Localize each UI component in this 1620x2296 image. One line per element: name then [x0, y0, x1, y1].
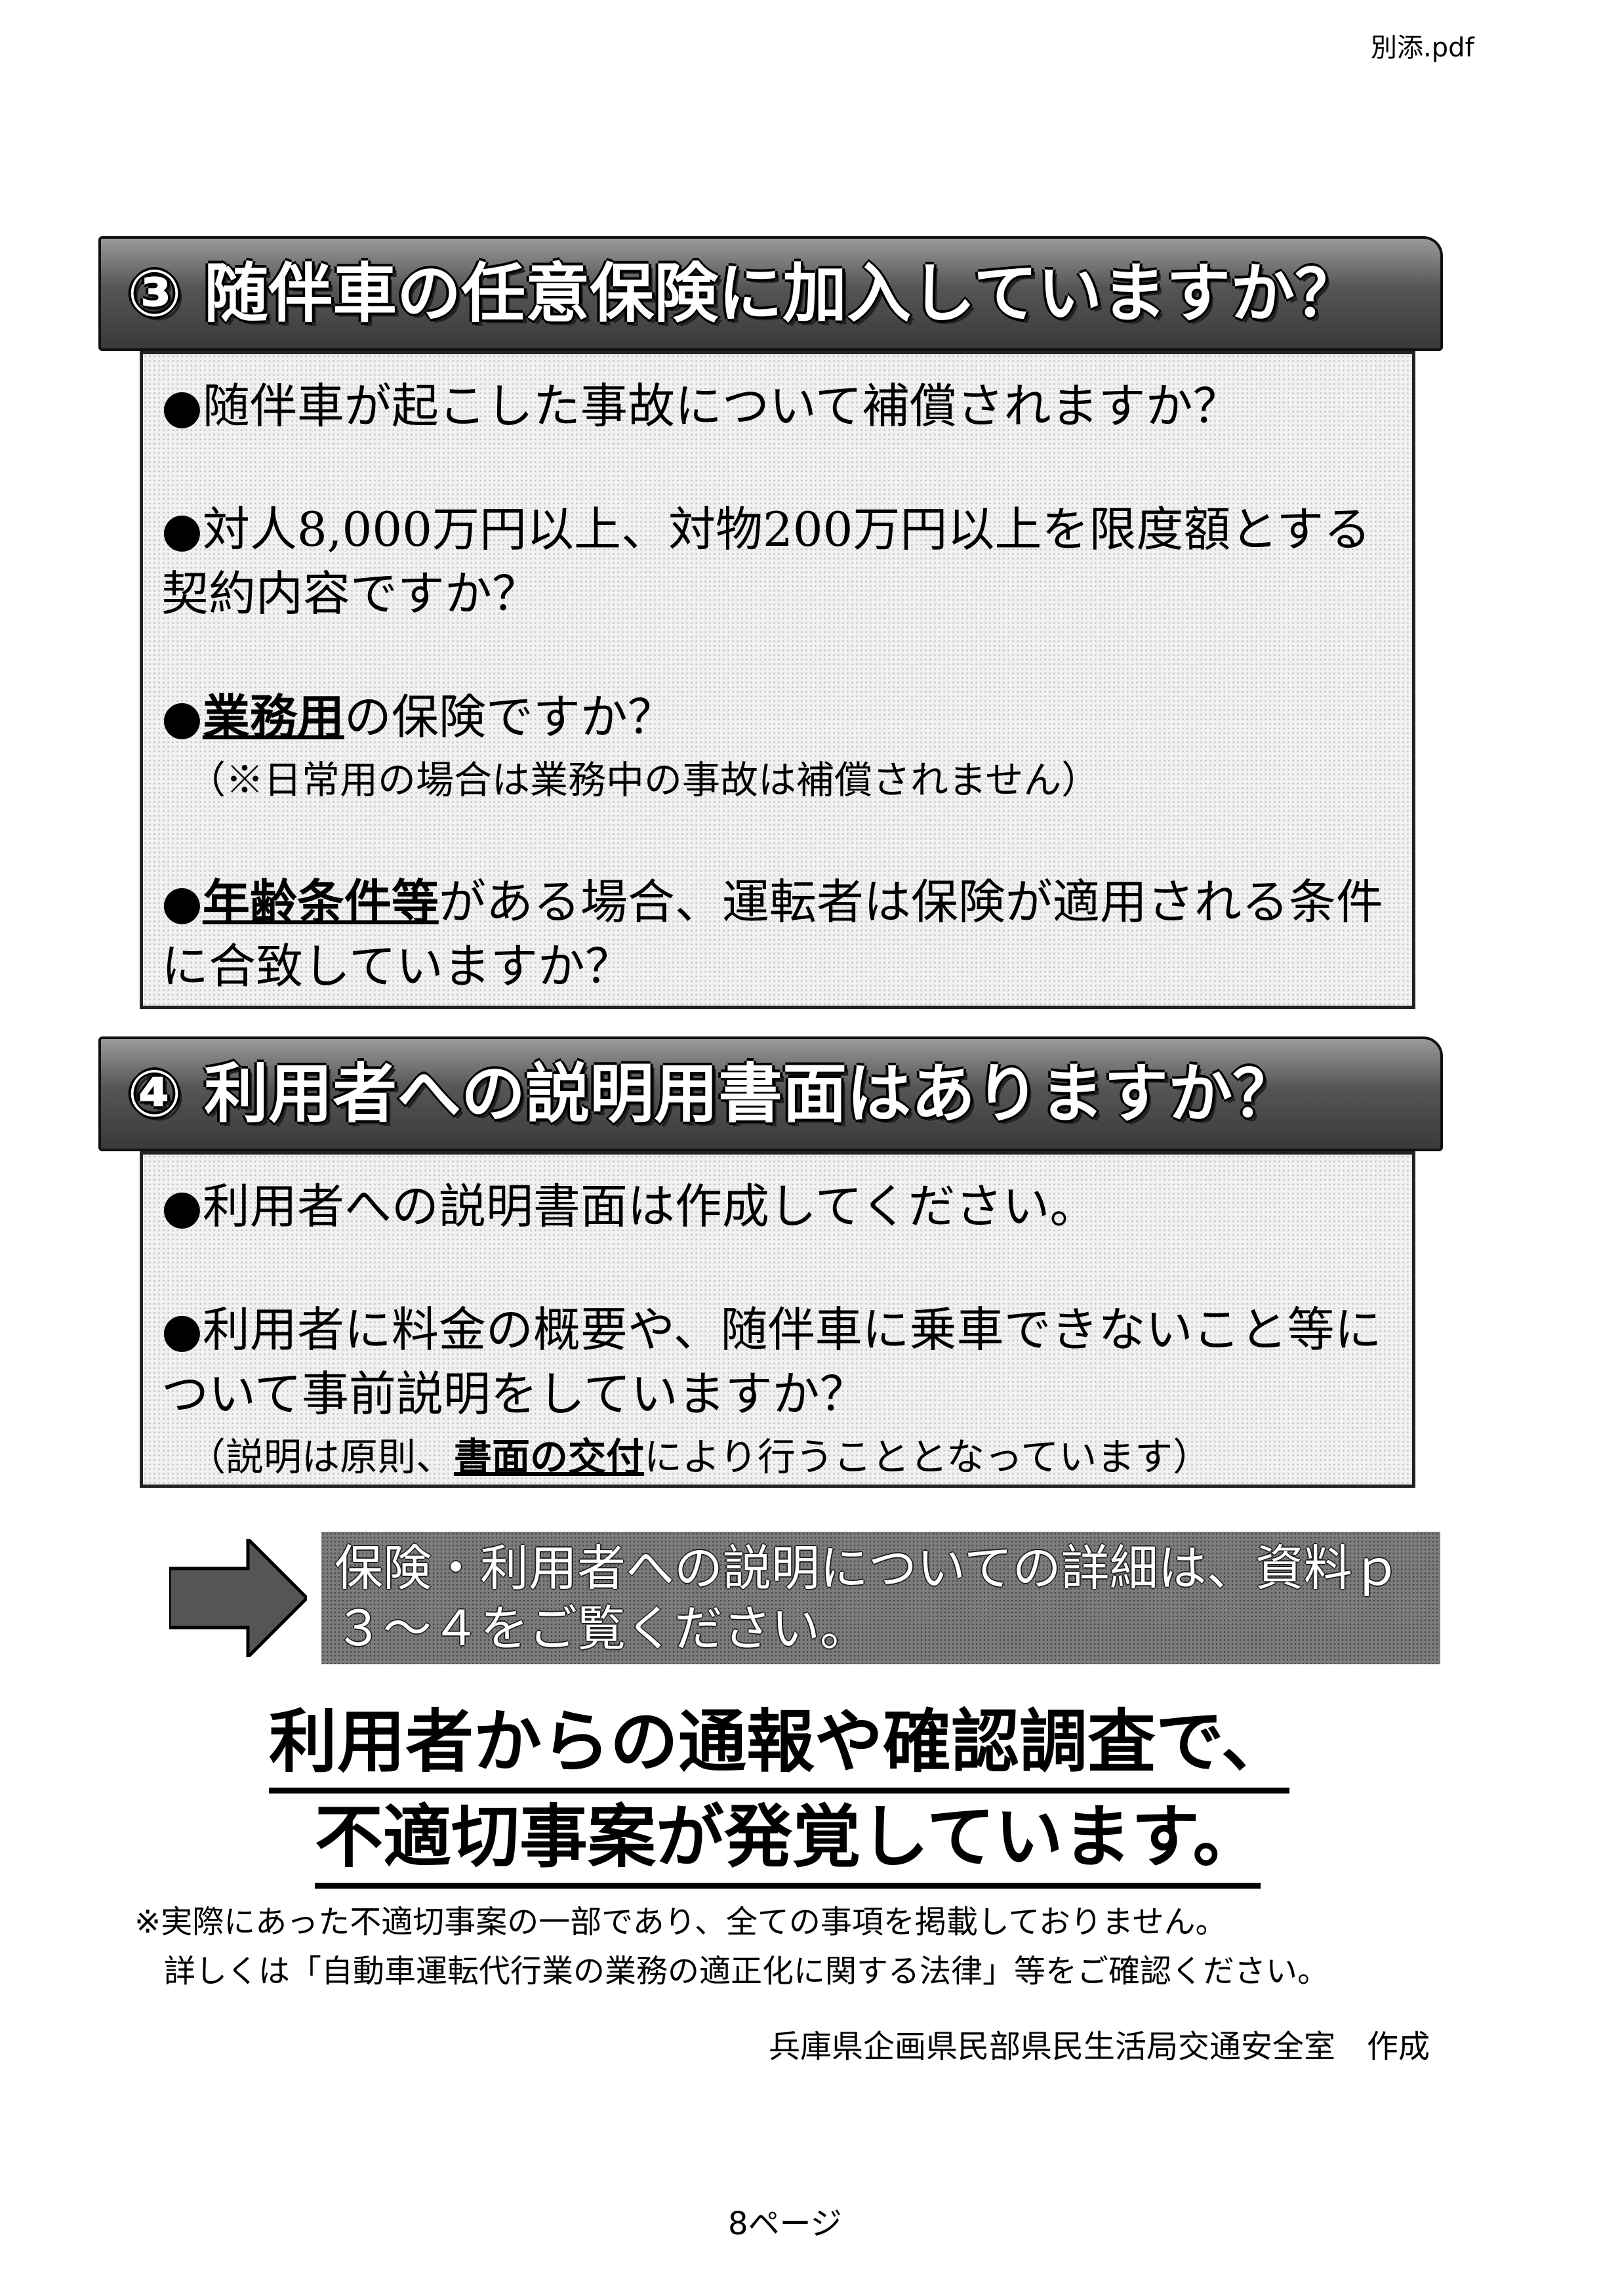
subnote-highlight: 書面の交付 [454, 1435, 645, 1479]
credit: 兵庫県企画県民部県民生活局交通安全室 作成 [768, 2028, 1430, 2065]
section-4-banner: ④ 利用者への説明用書面はありますか？ [98, 1036, 1443, 1151]
item-text: 利用者に料金の概要や、随伴車に乗車できないこと等について事前説明をしていますか？ [161, 1302, 1382, 1422]
list-item: ●利用者への説明書面は作成してください。 [161, 1174, 1399, 1239]
subnote-text: （説明は原則、 [188, 1435, 455, 1479]
item-text: 対人8,000万円以上、対物200万円以上を限度額とする契約内容ですか？ [161, 502, 1371, 621]
note-line-2: 詳しくは「自動車運転代行業の業務の適正化に関する法律」等をご確認ください。 [164, 1953, 1329, 1990]
item-text: がある場合、運転者は保険が適用される条件に合致していますか？ [161, 874, 1383, 994]
item-text: の保険ですか？ [344, 689, 675, 745]
right-arrow-icon [169, 1539, 307, 1657]
item-highlight: 年齢条件等 [202, 874, 439, 930]
item-highlight: 業務用 [202, 689, 344, 745]
subnote-text: により行うこととなっています） [644, 1435, 1211, 1479]
section-3-box: ●随伴車が起こした事故について補償されますか？ ●対人8,000万円以上、対物2… [140, 351, 1415, 1009]
item-text: 利用者への説明書面は作成してください。 [202, 1179, 1097, 1234]
list-item: ●対人8,000万円以上、対物200万円以上を限度額とする契約内容ですか？ [161, 497, 1399, 626]
bullet-icon: ● [161, 874, 203, 930]
bullet-icon: ● [161, 1302, 203, 1357]
list-item: ●業務用の保険ですか？ （※日常用の場合は業務中の事故は補償されません） [161, 685, 1399, 811]
reference-box: 保険・利用者への説明についての詳細は、資料ｐ３～４をご覧ください。 [321, 1532, 1440, 1664]
list-item: ●年齢条件等がある場合、運転者は保険が適用される条件に合致していますか？ [161, 870, 1399, 998]
bullet-icon: ● [161, 689, 203, 745]
page-number: 8ページ [728, 2205, 842, 2242]
headline-line-2: 不適切事案が発覚しています。 [315, 1781, 1261, 1889]
item-subnote: （説明は原則、書面の交付により行うこととなっています） [161, 1426, 1399, 1488]
file-name: 別添.pdf [1371, 33, 1474, 63]
list-item: ●随伴車が起こした事故について補償されますか？ [161, 374, 1399, 438]
item-subnote: （※日常用の場合は業務中の事故は補償されません） [188, 758, 1100, 802]
item-text: 随伴車が起こした事故について補償されますか？ [202, 379, 1240, 434]
headline-line-1: 利用者からの通報や確認調査で、 [269, 1686, 1289, 1794]
bullet-icon: ● [161, 379, 203, 434]
bullet-icon: ● [161, 1179, 203, 1234]
section-4-title: ④ 利用者への説明用書面はありますか？ [127, 1056, 1297, 1132]
section-3-title: ③ 随伴車の任意保険に加入していますか？ [127, 256, 1360, 331]
list-item: ●利用者に料金の概要や、随伴車に乗車できないこと等について事前説明をしていますか… [161, 1298, 1399, 1488]
section-4-box: ●利用者への説明書面は作成してください。 ●利用者に料金の概要や、随伴車に乗車で… [140, 1151, 1415, 1488]
section-3-banner: ③ 随伴車の任意保険に加入していますか？ [98, 236, 1443, 351]
bullet-icon: ● [161, 502, 203, 557]
note-line-1: ※実際にあった不適切事案の一部であり、全ての事項を掲載しておりません。 [134, 1904, 1227, 1940]
